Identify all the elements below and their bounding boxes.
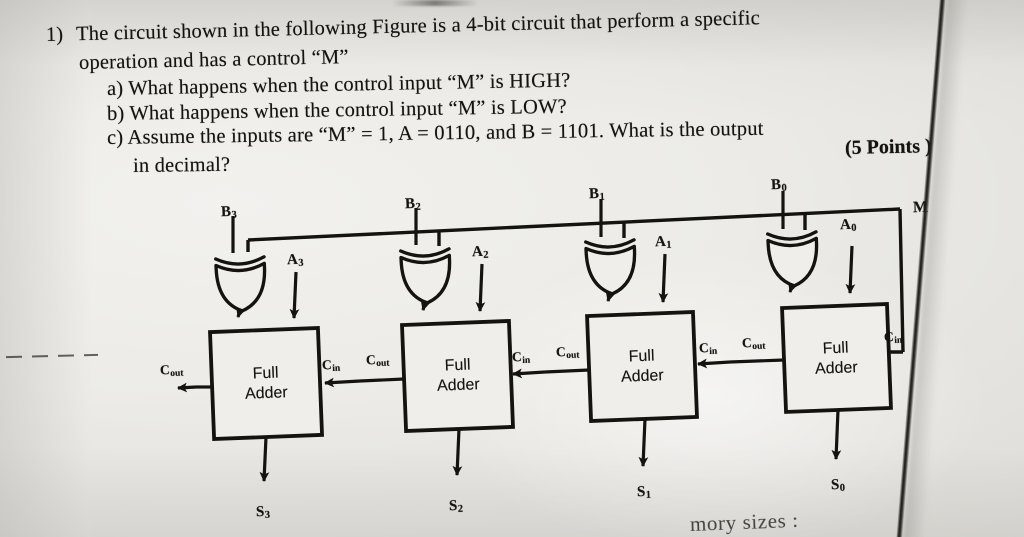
- b-input-stems: [231, 191, 785, 253]
- paper-shadow-top: [0, 0, 1024, 120]
- label-cin-bit3: Cin: [321, 356, 341, 374]
- m-control-bus: [246, 207, 905, 357]
- full-adder-bit1-label: Full Adder: [620, 347, 665, 386]
- label-cout-bit2: Cout: [365, 352, 390, 369]
- label-b2: B2: [404, 195, 421, 213]
- full-adder-bit3-label: Full Adder: [244, 364, 289, 403]
- label-b0: B0: [770, 176, 787, 194]
- carry-chain-wires: [177, 358, 785, 393]
- label-s0: S0: [830, 476, 846, 494]
- label-cout-bit0: Cout: [741, 335, 766, 352]
- xor-gate-bit2: [399, 247, 454, 306]
- top-edge-smudge: [392, 0, 478, 6]
- label-s3: S3: [255, 503, 271, 521]
- label-cout-bit1: Cout: [555, 344, 580, 361]
- paper-glare: [430, 250, 990, 537]
- label-cin-bit1: Cin: [698, 339, 718, 357]
- label-s2: S2: [448, 497, 464, 515]
- xor-gate-bit3: [214, 255, 269, 314]
- a-input-wires: [289, 245, 856, 319]
- label-cin-bit0: Cin: [883, 328, 903, 346]
- label-b3: B3: [220, 203, 237, 221]
- sum-output-wires: [259, 409, 842, 482]
- full-adder-boxes: [208, 302, 893, 442]
- full-adder-bit0: [780, 302, 893, 414]
- label-s1: S1: [636, 483, 652, 501]
- label-b1: B1: [588, 185, 605, 203]
- full-adder-bit2-label: Full Adder: [436, 356, 481, 395]
- label-a0: A0: [839, 216, 857, 234]
- label-a1: A1: [654, 233, 672, 251]
- paper-shadow-left: [0, 0, 90, 537]
- label-a3: A3: [286, 251, 304, 269]
- xor-output-wires: [236, 281, 798, 318]
- xor-gate-bit0: [766, 230, 821, 289]
- full-adder-bit3: [208, 325, 325, 442]
- label-cout-final: Cout: [159, 362, 184, 379]
- label-cin-bit2: Cin: [511, 348, 531, 366]
- label-a2: A2: [471, 243, 489, 261]
- full-adder-bit0-label: Full Adder: [814, 339, 859, 378]
- xor-gate-bit1: [584, 238, 639, 297]
- full-adder-bit2: [400, 318, 515, 433]
